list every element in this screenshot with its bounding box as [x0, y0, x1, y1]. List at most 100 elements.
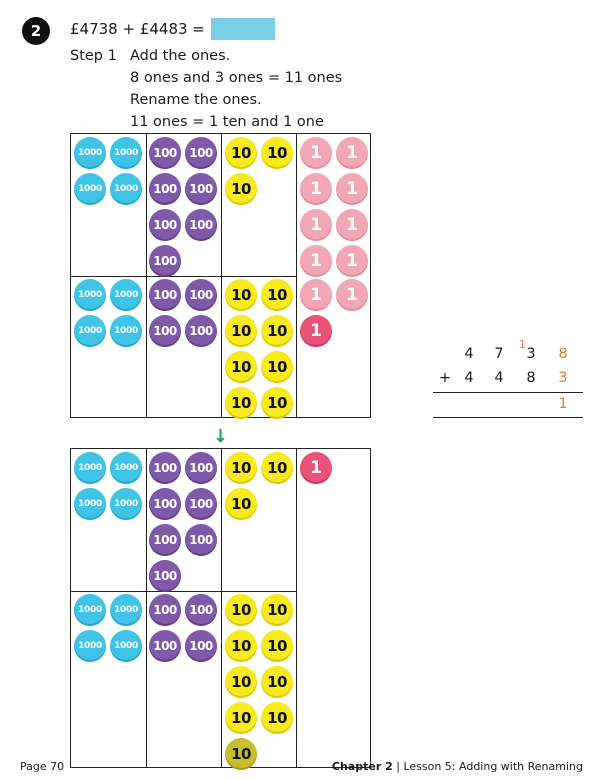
lesson-label: Lesson 5: Adding with Renaming [403, 760, 583, 773]
ten-disc: 10 [225, 387, 257, 419]
ten-disc: 10 [261, 387, 293, 419]
column-addition: 1 4 7 3 8 + 4 4 8 3 1 [433, 338, 583, 420]
ten-disc: 10 [225, 594, 257, 626]
hundred-disc: 100 [185, 209, 217, 241]
hundred-disc: 100 [185, 173, 217, 205]
hundred-disc: 100 [149, 209, 181, 241]
chapter-footer: Chapter 2 | Lesson 5: Adding with Renami… [332, 760, 583, 773]
row2-tens: 8 [526, 370, 536, 386]
plus-sign: + [438, 370, 452, 386]
hundred-disc: 100 [185, 452, 217, 484]
ten-disc: 10 [261, 666, 293, 698]
hundred-disc: 100 [185, 488, 217, 520]
one-disc: 1 [300, 137, 332, 169]
hundred-disc: 100 [185, 524, 217, 556]
row2-ones: 3 [558, 370, 568, 386]
one-disc: 1 [300, 279, 332, 311]
ten-disc: 10 [225, 279, 257, 311]
one-disc: 1 [336, 137, 368, 169]
ten-disc: 10 [261, 137, 293, 169]
sum-line-top [433, 392, 583, 393]
thousand-disc: 1000 [74, 315, 106, 347]
result-ones: 1 [558, 396, 568, 412]
thousand-disc: 1000 [110, 488, 142, 520]
thousand-disc: 1000 [110, 315, 142, 347]
thousand-disc: 1000 [110, 137, 142, 169]
hundred-disc: 100 [149, 315, 181, 347]
one-disc: 1 [300, 452, 332, 484]
new-ten-disc: 10 [225, 738, 257, 770]
step-label: Step 1 [70, 48, 117, 64]
down-arrow-icon: ↓ [213, 426, 229, 447]
one-disc: 1 [336, 279, 368, 311]
thousand-disc: 1000 [110, 279, 142, 311]
thousand-disc: 1000 [110, 594, 142, 626]
ten-disc: 10 [261, 702, 293, 734]
hundred-disc: 100 [149, 452, 181, 484]
thousand-disc: 1000 [74, 173, 106, 205]
ten-disc: 10 [261, 351, 293, 383]
hundred-disc: 100 [185, 630, 217, 662]
footer-separator: | [392, 760, 404, 773]
row2-hundreds: 4 [494, 370, 504, 386]
ten-disc: 10 [225, 488, 257, 520]
ten-disc: 10 [225, 452, 257, 484]
equation-text: £4738 + £4483 = [70, 20, 205, 38]
hundred-disc: 100 [149, 137, 181, 169]
thousand-disc: 1000 [110, 173, 142, 205]
row1-thousands: 4 [464, 346, 474, 362]
one-disc: 1 [300, 315, 332, 347]
thousand-disc: 1000 [74, 137, 106, 169]
one-disc: 1 [336, 173, 368, 205]
thousand-disc: 1000 [74, 279, 106, 311]
carry-digit: 1 [519, 338, 526, 351]
thousand-disc: 1000 [110, 630, 142, 662]
ten-disc: 10 [261, 594, 293, 626]
hundred-disc: 100 [149, 245, 181, 277]
ten-disc: 10 [261, 279, 293, 311]
thousand-disc: 1000 [74, 630, 106, 662]
step-line-1: Add the ones. [130, 48, 231, 64]
thousand-disc: 1000 [74, 488, 106, 520]
hundred-disc: 100 [149, 488, 181, 520]
row1-tens: 3 [526, 346, 536, 362]
hundred-disc: 100 [149, 524, 181, 556]
ten-disc: 10 [225, 630, 257, 662]
ten-disc: 10 [225, 173, 257, 205]
hundred-disc: 100 [149, 560, 181, 592]
ten-disc: 10 [261, 630, 293, 662]
hundred-disc: 100 [185, 594, 217, 626]
question-number: 2 [30, 22, 42, 40]
thousand-disc: 1000 [110, 452, 142, 484]
ten-disc: 10 [225, 137, 257, 169]
one-disc: 1 [336, 209, 368, 241]
sum-line-bottom [433, 417, 583, 418]
thousand-disc: 1000 [74, 594, 106, 626]
step-line-3: Rename the ones. [130, 92, 262, 108]
question-equation: £4738 + £4483 = [70, 18, 275, 40]
ten-disc: 10 [225, 702, 257, 734]
hundred-disc: 100 [149, 594, 181, 626]
row1-hundreds: 7 [494, 346, 504, 362]
one-disc: 1 [300, 173, 332, 205]
row2-thousands: 4 [464, 370, 474, 386]
hundred-disc: 100 [185, 137, 217, 169]
answer-box[interactable] [210, 18, 275, 40]
row1-ones: 8 [558, 346, 568, 362]
one-disc: 1 [300, 245, 332, 277]
hundred-disc: 100 [149, 279, 181, 311]
ten-disc: 10 [261, 452, 293, 484]
one-disc: 1 [300, 209, 332, 241]
hundred-disc: 100 [149, 173, 181, 205]
page-number: Page 70 [20, 760, 65, 773]
one-disc: 1 [336, 245, 368, 277]
ten-disc: 10 [225, 351, 257, 383]
step-line-4: 11 ones = 1 ten and 1 one [130, 114, 324, 130]
thousand-disc: 1000 [74, 452, 106, 484]
ten-disc: 10 [225, 666, 257, 698]
ten-disc: 10 [261, 315, 293, 347]
step-line-2: 8 ones and 3 ones = 11 ones [130, 70, 343, 86]
hundred-disc: 100 [185, 279, 217, 311]
